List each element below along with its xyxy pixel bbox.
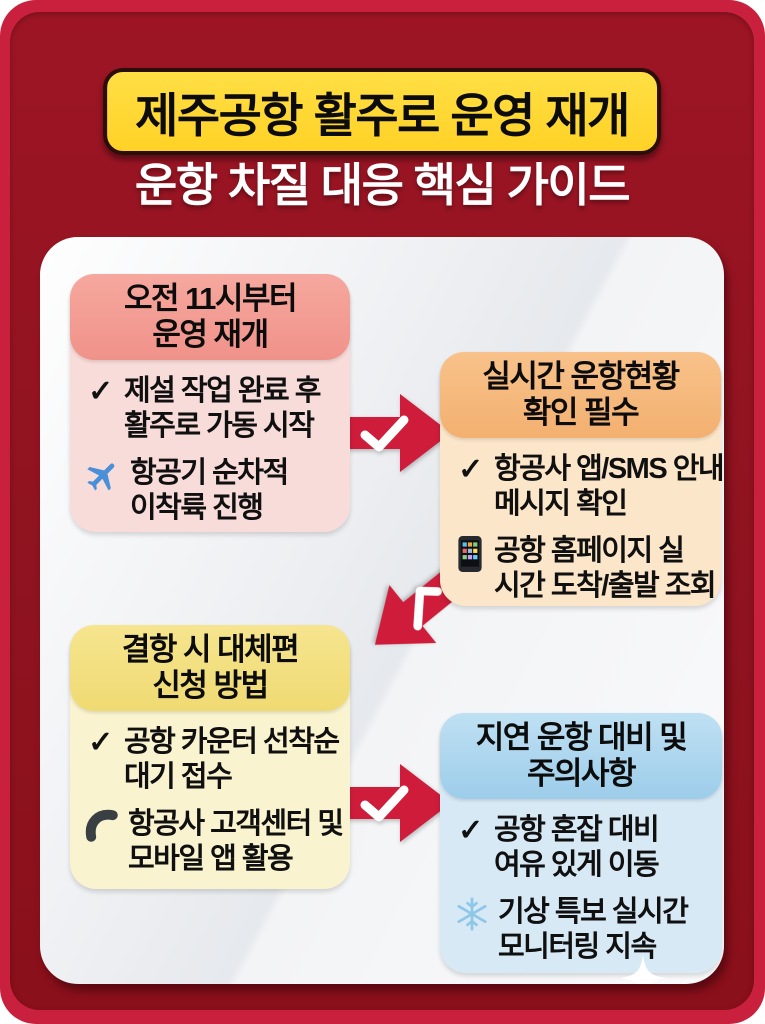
text-line: 항공사 고객센터 및 xyxy=(128,807,344,840)
list-item: 항공기 순차적 이착륙 진행 xyxy=(84,456,340,527)
white-card: 오전 11시부터 운영 재개 ✓ 제설 작업 완료 후 활주로 가동 시작 xyxy=(40,237,724,984)
text-line: 모바일 앱 활용 xyxy=(128,843,294,876)
check-icon: ✓ xyxy=(88,726,113,759)
list-item-text: 공항 혼잡 대비 여유 있게 이동 xyxy=(494,813,660,884)
info-box-status: 실시간 운항현황 확인 필수 ✓ 항공사 앱/SMS 안내 메시지 확인 xyxy=(440,352,724,606)
check-icon xyxy=(360,785,409,822)
info-box-resume-body: ✓ 제설 작업 완료 후 활주로 가동 시작 항공기 순차적 이착륙 진행 xyxy=(70,360,350,546)
header-line: 오전 11시부터 xyxy=(124,281,297,317)
flow-arrow-right-1 xyxy=(343,387,455,484)
list-item: ✓ 제설 작업 완료 후 활주로 가동 시작 xyxy=(84,374,340,445)
text-line: 기상 특보 실시간 xyxy=(498,895,689,928)
snowflake-icon xyxy=(454,896,490,932)
text-line: 시간 도착/출발 조회 xyxy=(494,570,717,603)
text-line: 공항 홈페이지 실 xyxy=(494,534,685,567)
info-box-delay-body: ✓ 공항 혼잡 대비 여유 있게 이동 xyxy=(440,799,722,984)
info-box-alternative: 결항 시 대체편 신청 방법 ✓ 공항 카운터 선착순 대기 접수 xyxy=(70,625,350,889)
info-box-status-header: 실시간 운항현황 확인 필수 xyxy=(440,352,721,438)
list-item-text: 항공사 고객센터 및 모바일 앱 활용 xyxy=(128,807,344,878)
info-box-alternative-header: 결항 시 대체편 신청 방법 xyxy=(70,625,350,711)
text-line: 항공사 앱/SMS 안내 xyxy=(494,453,724,485)
list-item-text: 공항 홈페이지 실 시간 도착/출발 조회 xyxy=(494,534,717,605)
list-item-text: 항공기 순차적 이착륙 진행 xyxy=(130,456,289,527)
list-item-text: 기상 특보 실시간 모니터링 지속 xyxy=(498,895,689,966)
header-line: 결항 시 대체편 xyxy=(121,632,300,668)
list-item-text: 제설 작업 완료 후 활주로 가동 시작 xyxy=(124,374,321,445)
header-line: 확인 필수 xyxy=(522,395,640,430)
check-icon xyxy=(413,586,442,631)
text-line: 제설 작업 완료 후 xyxy=(124,375,321,407)
page-subtitle: 운항 차질 대응 핵심 가이드 xyxy=(134,159,631,211)
list-item-text: 항공사 앱/SMS 안내 메시지 확인 xyxy=(494,452,724,523)
header-line: 지연 운항 대비 및 xyxy=(475,720,688,756)
text-line: 공항 카운터 선착순 xyxy=(124,726,340,758)
list-item: ✓ 공항 카운터 선착순 대기 접수 xyxy=(84,725,340,796)
smartphone-icon xyxy=(454,535,486,573)
info-box-resume: 오전 11시부터 운영 재개 ✓ 제설 작업 완료 후 활주로 가동 시작 xyxy=(70,274,350,532)
list-item-text: 공항 카운터 선착순 대기 접수 xyxy=(124,725,340,796)
text-line: 공항 혼잡 대비 xyxy=(494,814,660,846)
text-line: 모니터링 지속 xyxy=(498,931,657,964)
text-line: 활주로 가동 시작 xyxy=(124,410,315,443)
title-badge: 제주공항 활주로 운영 재개 xyxy=(103,68,661,155)
info-box-alternative-body: ✓ 공항 카운터 선착순 대기 접수 항공사 고 xyxy=(70,711,350,897)
sparkle-icon xyxy=(620,955,666,984)
flow-arrow-right-2 xyxy=(343,757,455,854)
airplane-icon xyxy=(84,457,122,495)
check-icon xyxy=(360,415,409,452)
info-box-delay: 지연 운항 대비 및 주의사항 ✓ 공항 혼잡 대비 여유 있게 이동 xyxy=(440,713,722,973)
list-item: 공항 홈페이지 실 시간 도착/출발 조회 xyxy=(454,534,717,605)
text-line: 대기 접수 xyxy=(124,761,233,794)
text-line: 이착륙 진행 xyxy=(130,492,264,525)
list-item: 기상 특보 실시간 모니터링 지속 xyxy=(454,895,712,966)
phone-icon xyxy=(84,808,120,844)
list-item: ✓ 항공사 앱/SMS 안내 메시지 확인 xyxy=(454,452,724,523)
maroon-panel: 제주공항 활주로 운영 재개 운항 차질 대응 핵심 가이드 오전 11시부터 … xyxy=(10,12,754,1010)
list-item: 항공사 고객센터 및 모바일 앱 활용 xyxy=(84,807,344,878)
header-line: 신청 방법 xyxy=(152,668,269,703)
info-box-status-body: ✓ 항공사 앱/SMS 안내 메시지 확인 xyxy=(440,438,724,624)
list-item: ✓ 공항 혼잡 대비 여유 있게 이동 xyxy=(454,813,712,884)
text-line: 메시지 확인 xyxy=(494,488,628,521)
info-box-delay-header: 지연 운항 대비 및 주의사항 xyxy=(440,713,722,799)
text-line: 항공기 순차적 xyxy=(130,456,289,489)
check-icon: ✓ xyxy=(88,375,113,408)
text-line: 여유 있게 이동 xyxy=(494,849,660,882)
header-line: 운영 재개 xyxy=(152,317,269,352)
header-line: 실시간 운항현황 xyxy=(482,359,680,395)
check-icon: ✓ xyxy=(458,814,483,847)
info-box-resume-header: 오전 11시부터 운영 재개 xyxy=(70,274,350,360)
header-line: 주의사항 xyxy=(526,756,637,791)
check-icon: ✓ xyxy=(458,453,483,486)
